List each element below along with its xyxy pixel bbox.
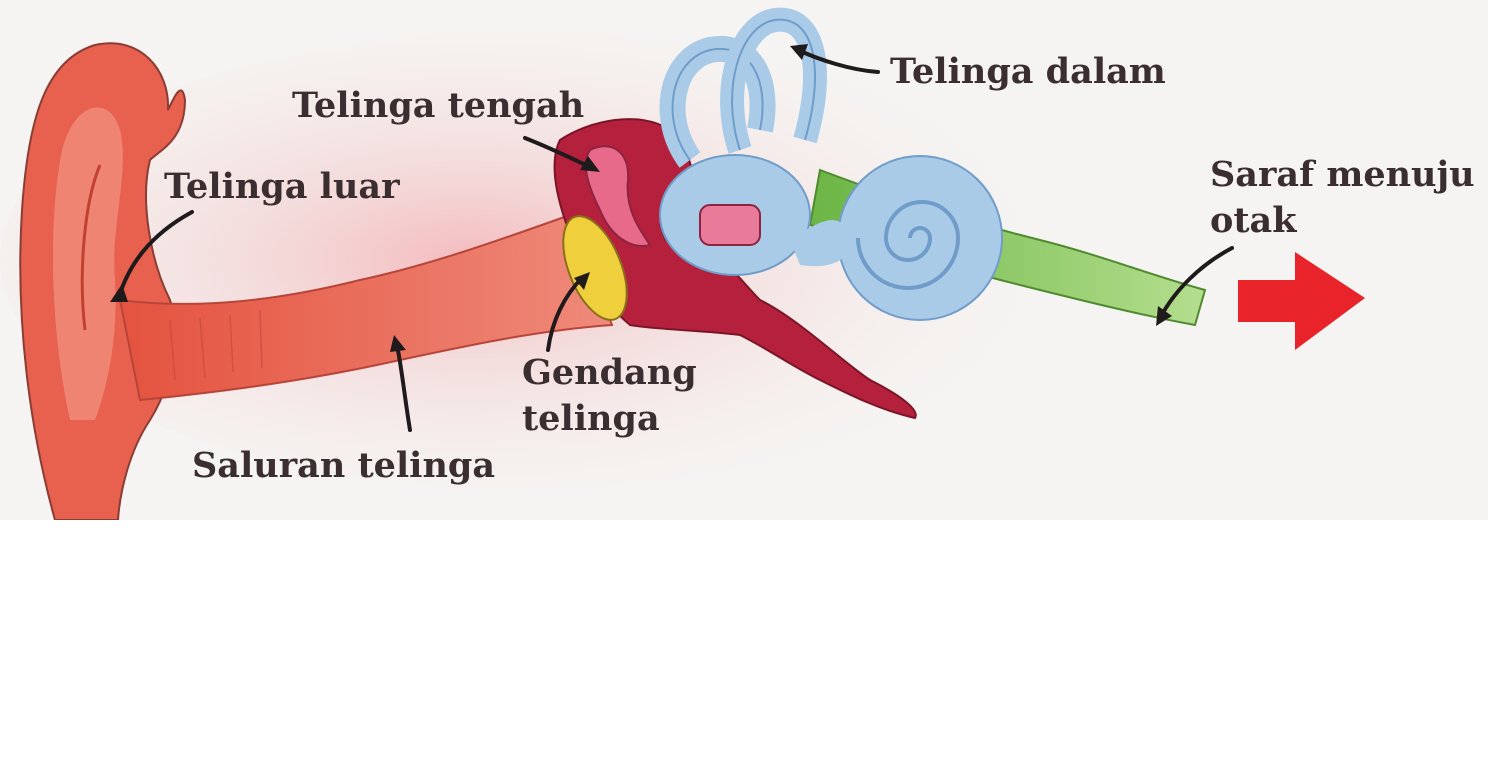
ear-anatomy-diagram: Telinga luar Telinga tengah Telinga dala…: [0, 0, 1488, 520]
arrow-to-brain-icon: [1238, 252, 1365, 350]
label-outer-ear: Telinga luar: [164, 166, 400, 207]
label-inner-ear: Telinga dalam: [890, 51, 1166, 92]
label-nerve-line2: otak: [1210, 200, 1297, 241]
eardrum: [562, 215, 628, 321]
label-nerve-line1: Saraf menuju: [1210, 154, 1475, 195]
inner-ear: [659, 7, 1003, 321]
label-eardrum-line1: Gendang: [522, 352, 697, 393]
label-ear-canal: Saluran telinga: [192, 445, 495, 486]
ear-diagram-canvas: Telinga luar Telinga tengah Telinga dala…: [0, 7, 1475, 520]
outer-ear: [19, 42, 187, 520]
canal-texture: [169, 309, 263, 381]
ear-canal: [118, 213, 614, 402]
stapes: [699, 204, 761, 246]
label-eardrum-line2: telinga: [522, 398, 660, 439]
blank-area: [0, 520, 1488, 768]
label-middle-ear: Telinga tengah: [292, 85, 584, 126]
label-pointers: [110, 44, 1234, 432]
